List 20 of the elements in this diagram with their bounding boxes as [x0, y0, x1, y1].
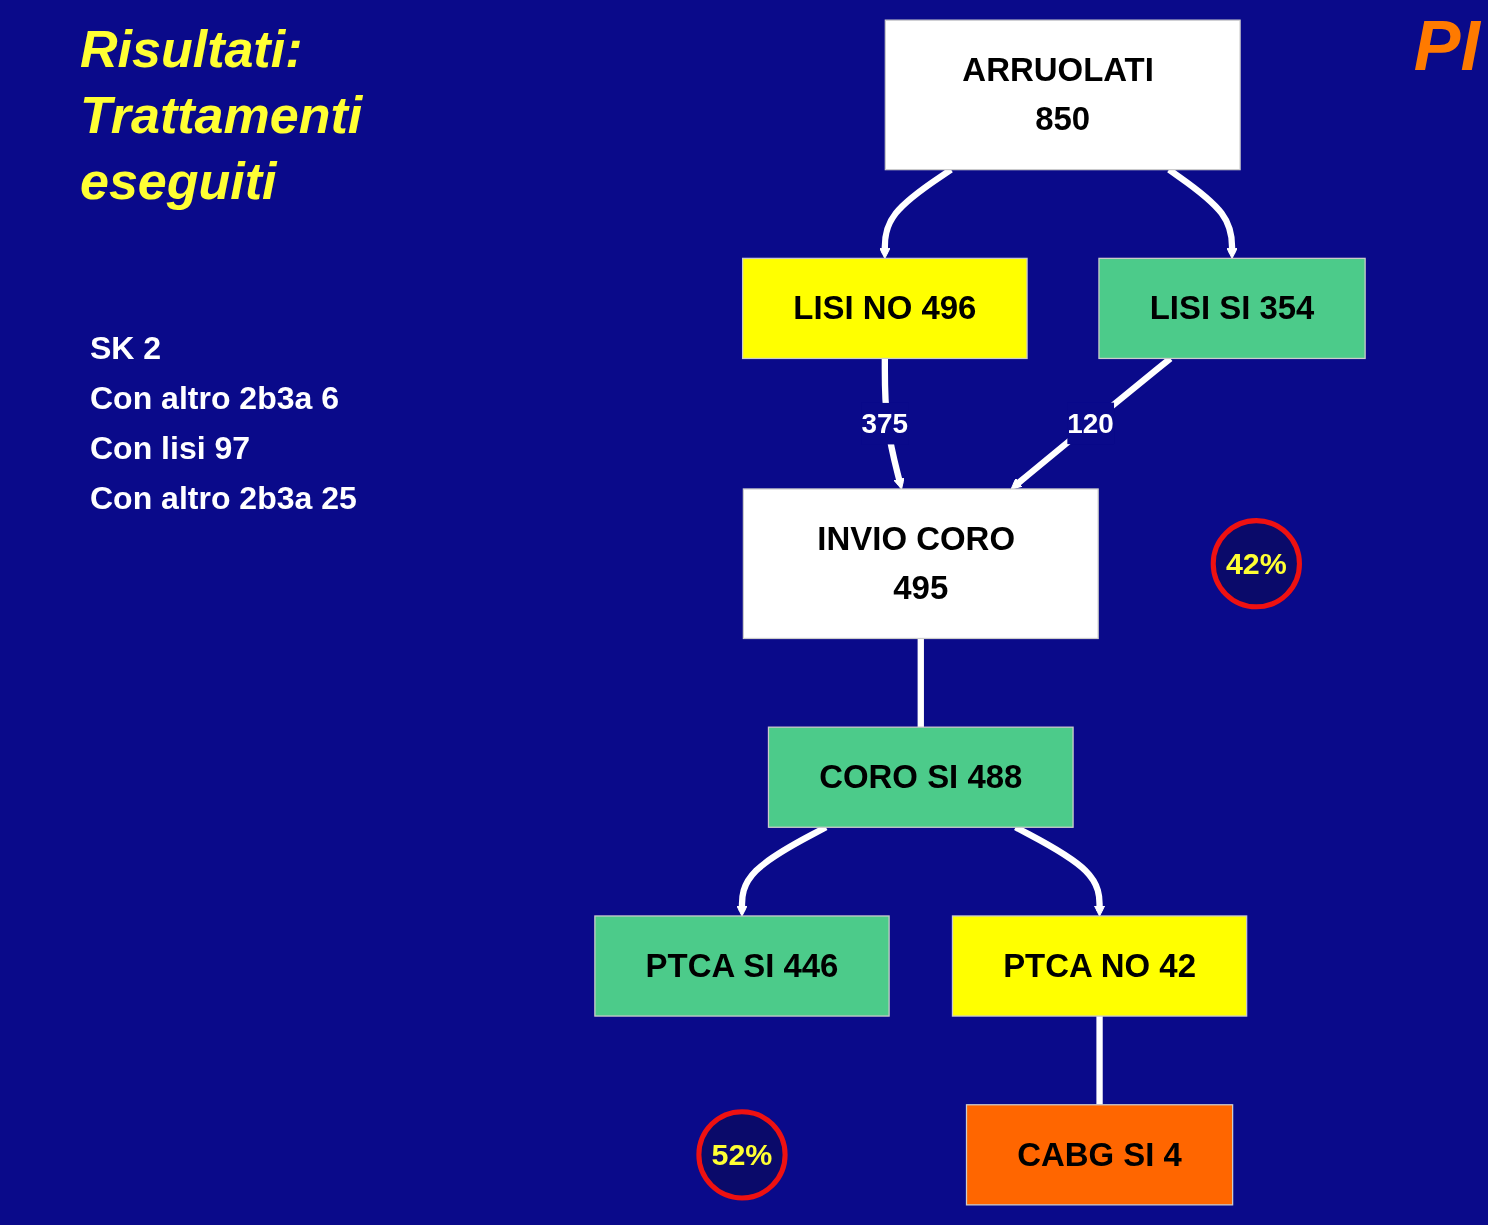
heading-fragment: PI	[1413, 6, 1480, 86]
note-text: SK 2	[90, 330, 162, 367]
note-text: Con altro 2b3a 6	[90, 380, 339, 417]
node-box: LISI SI 354	[1098, 257, 1366, 360]
node-box: INVIO CORO 495	[742, 488, 1099, 640]
node-circle: 42%	[1210, 518, 1302, 610]
connector	[917, 638, 924, 728]
node-circle: 52%	[696, 1109, 788, 1201]
connector	[1096, 1016, 1103, 1105]
node-box: ARRUOLATI 850	[884, 19, 1241, 171]
edge-label: 375	[861, 407, 909, 440]
note-text: Con altro 2b3a 25	[90, 480, 357, 517]
node-box: PTCA SI 446	[594, 915, 890, 1017]
node-box: CABG SI 4	[965, 1104, 1234, 1206]
note-text: Con lisi 97	[90, 430, 251, 467]
title: Risultati: Trattamenti eseguiti	[80, 19, 364, 212]
node-box: LISI NO 496	[741, 257, 1028, 360]
edge-label: 120	[1067, 407, 1114, 440]
node-box: PTCA NO 42	[951, 915, 1248, 1017]
node-box: CORO SI 488	[767, 726, 1074, 828]
